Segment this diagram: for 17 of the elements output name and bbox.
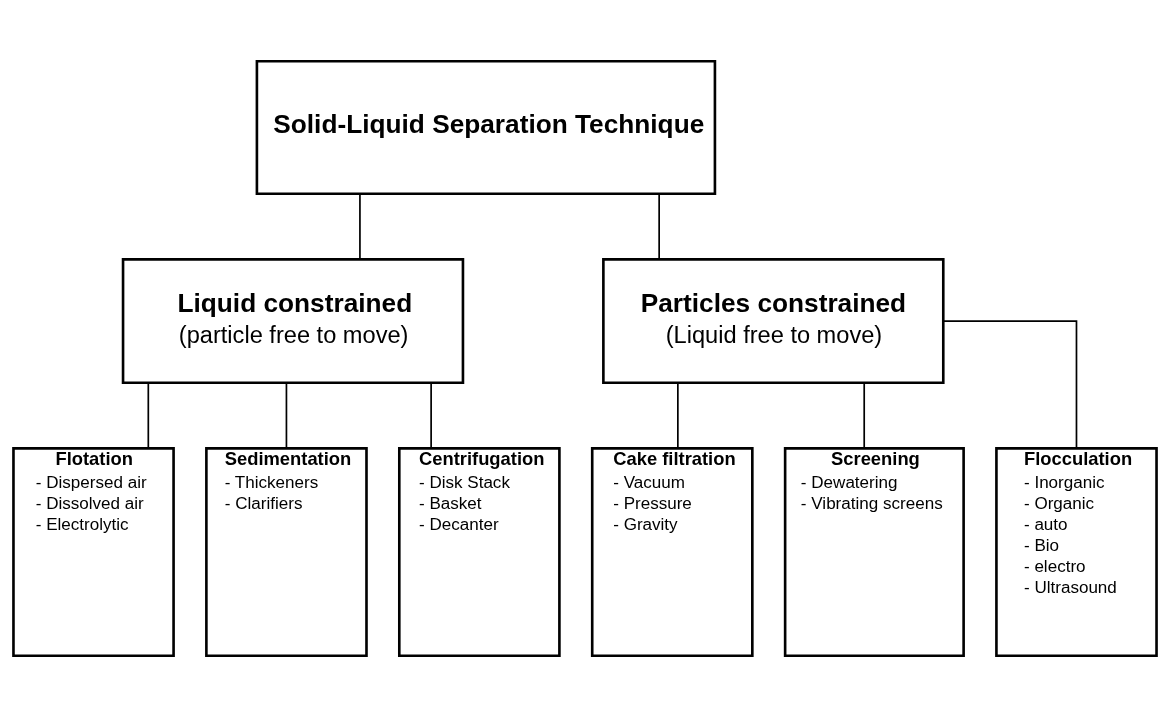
node-box: Particles constrained (Liquid free to move)	[602, 257, 945, 384]
node-box: Cake filtration - Vacuum - Pressure - Gravity	[590, 446, 754, 657]
connector	[359, 192, 361, 260]
connector	[863, 381, 866, 449]
node-box: Screening - Dewatering - Vibrating screens	[783, 446, 965, 657]
connector	[147, 381, 150, 449]
connector	[285, 381, 288, 449]
node-box: Flocculation - Inorganic - Organic - auto - Bio - electro - Ultrasound	[995, 446, 1158, 657]
connector	[430, 381, 432, 449]
connector	[942, 319, 1078, 449]
node-box: Liquid constrained (particle free to move)	[121, 257, 465, 384]
node-box: Flotation - Dispersed air - Dissolved air - Electrolytic	[12, 446, 175, 657]
node-box: Sedimentation - Thickeners - Clarifiers	[205, 446, 368, 657]
node-box: Centrifugation - Disk Stack - Basket - Decanter	[398, 446, 561, 657]
node-box: Solid-Liquid Separation Technique	[255, 59, 717, 195]
connector	[658, 192, 660, 260]
connector	[677, 381, 679, 449]
